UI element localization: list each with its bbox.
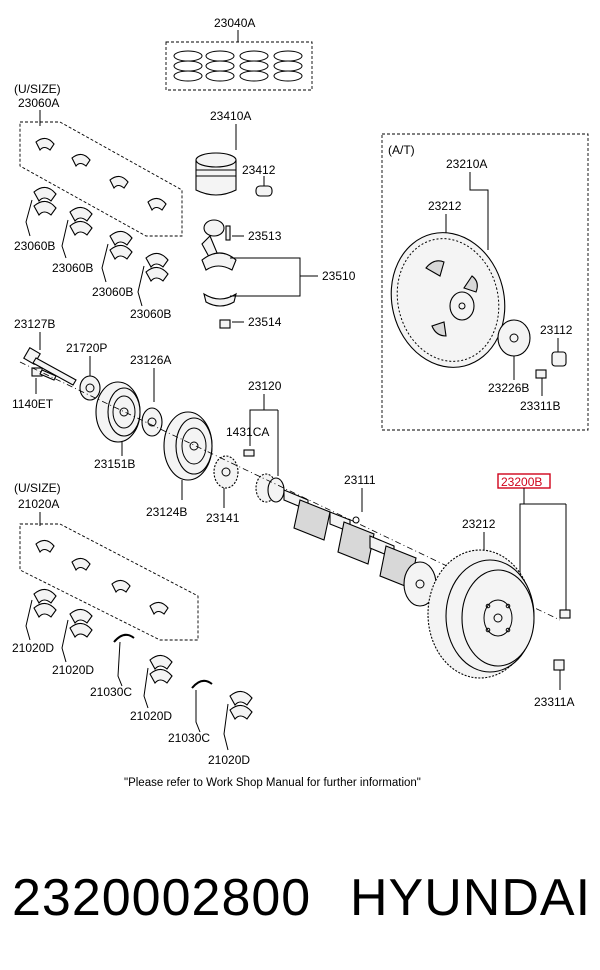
flywheel-23200B	[427, 549, 535, 679]
label-u-size-upper: (U/SIZE)	[14, 82, 61, 96]
label-23112: 23112	[540, 323, 573, 337]
label-23226B: 23226B	[488, 381, 529, 395]
piston	[195, 124, 237, 196]
piston-pin	[255, 176, 273, 197]
crankshaft-23111	[283, 489, 437, 607]
brand-name: HYUNDAI	[350, 869, 592, 927]
label-21020A: 21020A	[18, 497, 59, 511]
key-1431CA	[243, 449, 255, 457]
upper-bearing-panel	[19, 121, 183, 237]
crank-pulley-23151B	[95, 381, 141, 443]
sprocket-23141	[213, 455, 239, 489]
label-23124B: 23124B	[146, 505, 187, 519]
label-at: (A/T)	[388, 143, 415, 157]
thrust-washers-21030C	[113, 633, 213, 689]
piston-ring-set	[165, 30, 313, 91]
bushing-23112	[551, 338, 567, 367]
label-23510: 23510	[322, 269, 356, 283]
bearing-shells-21020D	[33, 588, 253, 720]
label-23060B-3: 23060B	[92, 285, 133, 299]
at-drive-plate-box	[381, 133, 589, 431]
label-23141: 23141	[206, 511, 240, 525]
part-number: 2320002800	[12, 869, 312, 927]
label-21020D-3: 21020D	[208, 753, 250, 767]
label-21030C-2: 21030C	[168, 731, 210, 745]
label-23212-bottom: 23212	[462, 517, 496, 531]
washer-21720P	[79, 375, 101, 401]
pulley-bolt	[23, 347, 77, 386]
label-21020D-2: 21020D	[52, 663, 94, 677]
label-1140ET: 1140ET	[12, 397, 54, 411]
adapter-plate	[497, 319, 531, 357]
bolt-23311B	[535, 369, 547, 396]
label-23210A: 23210A	[446, 157, 487, 171]
label-23120: 23120	[248, 379, 282, 393]
dowel-pin	[559, 609, 571, 619]
label-23311A: 23311A	[534, 695, 574, 709]
label-21030C-1: 21030C	[90, 685, 132, 699]
label-23514: 23514	[248, 315, 282, 329]
bearing-shells-23060B	[33, 186, 169, 282]
drive-plate	[390, 232, 506, 368]
label-23212-top: 23212	[428, 199, 462, 213]
exploded-parts-diagram: 23040A (U/SIZE) 23060A 23060B 23060B 230…	[12, 16, 589, 789]
label-21720P: 21720P	[66, 341, 107, 355]
label-23126A: 23126A	[130, 353, 171, 367]
label-23060B-4: 23060B	[130, 307, 171, 321]
label-23127B: 23127B	[14, 317, 55, 331]
label-23060B-1: 23060B	[14, 239, 55, 253]
label-23060B-2: 23060B	[52, 261, 93, 275]
hub-23126A	[141, 407, 163, 437]
label-23040A: 23040A	[214, 16, 255, 30]
lower-bearing-panel	[19, 523, 199, 641]
label-23513: 23513	[248, 229, 282, 243]
label-1431CA: 1431CA	[226, 425, 269, 439]
label-23151B: 23151B	[94, 457, 135, 471]
workshop-manual-note: "Please refer to Work Shop Manual for fu…	[124, 777, 421, 789]
label-23060A: 23060A	[18, 96, 59, 110]
label-21020D-middle: 21020D	[130, 709, 172, 723]
label-23410A: 23410A	[210, 109, 251, 123]
label-21020D-1: 21020D	[12, 641, 54, 655]
label-u-size-lower: (U/SIZE)	[14, 481, 61, 495]
label-23200B: 23200B	[501, 475, 542, 489]
connecting-rod	[201, 219, 237, 329]
label-23412: 23412	[242, 163, 276, 177]
label-23111: 23111	[344, 473, 376, 487]
damper-pulley-23124B	[163, 411, 213, 481]
crank-sprocket-23120	[255, 473, 285, 503]
label-23311B: 23311B	[520, 399, 560, 413]
bolt-23311A	[553, 659, 565, 690]
